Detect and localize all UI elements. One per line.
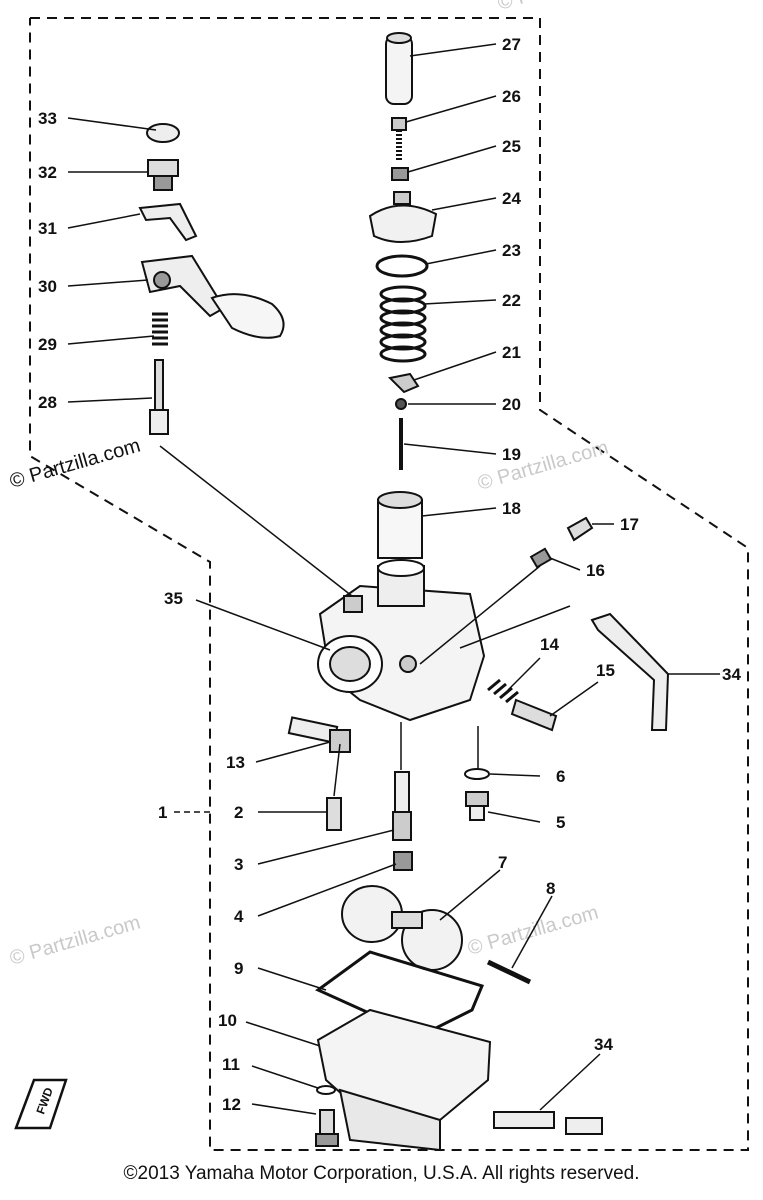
part-26-adjuster: [391, 117, 407, 160]
part-17-screw: [566, 516, 594, 542]
part-8-pin: [486, 959, 532, 985]
part-number-labels: 1 2 3 4 5 6 7 8 9 10 11 12 13 14 15 16 1…: [38, 35, 741, 1114]
part-6-washer: [464, 768, 490, 780]
copyright-notice: ©2013 Yamaha Motor Corporation, U.S.A. A…: [123, 1163, 640, 1184]
part-label-14: 14: [540, 635, 559, 654]
part-label-8: 8: [546, 879, 555, 898]
part-label-6: 6: [556, 767, 565, 786]
part-7-float: [341, 885, 463, 971]
part-label-10: 10: [218, 1011, 237, 1030]
part-34-pipe-upper: [590, 612, 670, 731]
part-label-7: 7: [498, 853, 507, 872]
part-10-float-chamber: [316, 1008, 492, 1152]
watermark: © Partzilla.com: [475, 437, 611, 495]
part-5-plug: [465, 791, 489, 821]
part-label-30: 30: [38, 277, 57, 296]
part-label-27: 27: [502, 35, 521, 54]
part-27-cap: [385, 32, 413, 105]
part-label-24: 24: [502, 189, 521, 208]
part-31-plate: [138, 202, 198, 242]
part-label-34-lower: 34: [594, 1035, 613, 1054]
part-label-3: 3: [234, 855, 243, 874]
leader-lines: [67, 43, 720, 1115]
part-4-main-jet: [393, 851, 413, 871]
part-label-16: 16: [586, 561, 605, 580]
part-label-21: 21: [502, 343, 521, 362]
part-label-5: 5: [556, 813, 565, 832]
assembly-boundary: [29, 17, 749, 1151]
part-label-4: 4: [234, 907, 244, 926]
part-label-28: 28: [38, 393, 57, 412]
part-30-lever: [140, 254, 285, 339]
part-14-spring: [487, 678, 519, 704]
part-23-gasket: [375, 254, 429, 278]
part-label-2: 2: [234, 803, 243, 822]
watermark-group: © Partzilla.com © Partzilla.com © Partzi…: [7, 0, 631, 970]
part-label-31: 31: [38, 219, 57, 238]
part-35-carburetor-body: [317, 559, 486, 722]
part-2-jet: [326, 797, 342, 831]
part-label-35: 35: [164, 589, 183, 608]
part-label-1: 1: [158, 803, 167, 822]
part-16-screw: [529, 547, 553, 569]
watermark: © Partzilla.com: [7, 435, 143, 493]
part-25-nut: [391, 167, 409, 181]
part-20-clip: [395, 398, 407, 410]
part-12-screw: [315, 1109, 339, 1147]
watermark: © Partzilla.com: [495, 0, 631, 15]
part-32-nut: [147, 159, 179, 191]
fwd-arrow-icon: [14, 1078, 68, 1130]
part-34-pipe-lower-b: [565, 1117, 603, 1135]
part-24-cap: [368, 191, 438, 243]
part-34-pipe-lower-a: [493, 1111, 555, 1129]
parts: [14, 32, 670, 1152]
part-33-cap: [146, 123, 180, 143]
watermark: © Partzilla.com: [7, 912, 143, 970]
part-11-washer: [316, 1085, 336, 1095]
part-label-18: 18: [502, 499, 521, 518]
part-21-retainer: [387, 372, 420, 394]
part-label-26: 26: [502, 87, 521, 106]
part-label-29: 29: [38, 335, 57, 354]
part-label-23: 23: [502, 241, 521, 260]
part-label-15: 15: [596, 661, 615, 680]
part-18-throttle-valve: [377, 491, 423, 559]
part-label-33: 33: [38, 109, 57, 128]
part-label-20: 20: [502, 395, 521, 414]
part-label-19: 19: [502, 445, 521, 464]
part-29-spring: [152, 312, 168, 346]
part-label-25: 25: [502, 137, 521, 156]
part-label-32: 32: [38, 163, 57, 182]
part-22-spring: [379, 285, 427, 363]
part-3-needle-jet: [392, 771, 412, 841]
part-label-22: 22: [502, 291, 521, 310]
part-13-bolt: [287, 716, 351, 753]
part-label-17: 17: [620, 515, 639, 534]
part-label-12: 12: [222, 1095, 241, 1114]
part-28-plunger: [149, 359, 169, 435]
part-label-34: 34: [722, 665, 741, 684]
part-label-9: 9: [234, 959, 243, 978]
part-label-13: 13: [226, 753, 245, 772]
part-label-11: 11: [222, 1055, 240, 1074]
part-15-screw: [510, 698, 558, 732]
